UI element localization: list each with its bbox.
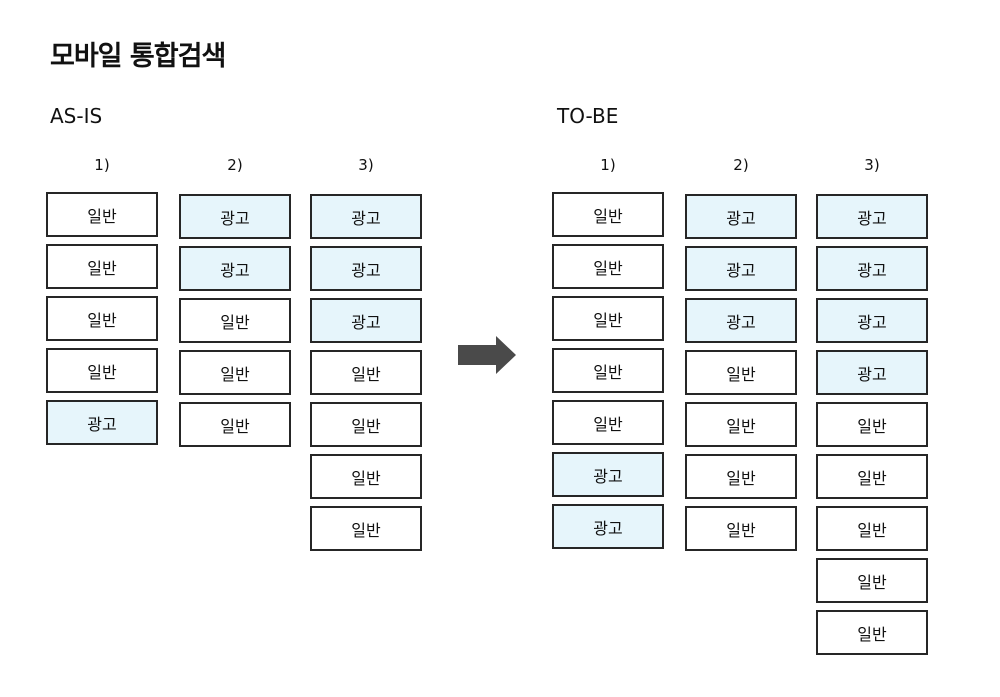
asis-column-2-item: 일반 — [179, 298, 291, 343]
asis-label: AS-IS — [50, 104, 103, 128]
tobe-column-label-1: 1) — [600, 156, 616, 174]
asis-column-1-item: 광고 — [46, 400, 158, 445]
tobe-column-2-item: 광고 — [685, 194, 797, 239]
tobe-column-label-3: 3) — [864, 156, 880, 174]
tobe-column-label-2: 2) — [733, 156, 749, 174]
tobe-column-2-item: 일반 — [685, 402, 797, 447]
tobe-column-1-item: 일반 — [552, 400, 664, 445]
asis-column-2-item: 광고 — [179, 194, 291, 239]
tobe-column-3-item: 일반 — [816, 454, 928, 499]
page-title: 모바일 통합검색 — [50, 41, 226, 72]
tobe-column-3-item: 일반 — [816, 506, 928, 551]
tobe-label: TO-BE — [557, 104, 619, 128]
asis-column-2-item: 일반 — [179, 402, 291, 447]
tobe-column-2-item: 광고 — [685, 298, 797, 343]
asis-column-1-item: 일반 — [46, 244, 158, 289]
tobe-column-2-item: 광고 — [685, 246, 797, 291]
asis-column-3-item: 일반 — [310, 506, 422, 551]
asis-column-1-item: 일반 — [46, 192, 158, 237]
tobe-column-2-item: 일반 — [685, 350, 797, 395]
tobe-column-1-item: 일반 — [552, 192, 664, 237]
tobe-column-3-item: 일반 — [816, 610, 928, 655]
tobe-column-1-item: 일반 — [552, 348, 664, 393]
asis-column-3-item: 광고 — [310, 298, 422, 343]
asis-column-1-item: 일반 — [46, 296, 158, 341]
tobe-column-3-item: 광고 — [816, 246, 928, 291]
tobe-column-1-item: 광고 — [552, 504, 664, 549]
right-arrow-icon — [458, 336, 516, 374]
asis-column-3-item: 일반 — [310, 454, 422, 499]
tobe-column-1-item: 일반 — [552, 296, 664, 341]
asis-column-3-item: 광고 — [310, 246, 422, 291]
asis-column-label-1: 1) — [94, 156, 110, 174]
asis-column-1-item: 일반 — [46, 348, 158, 393]
asis-column-3-item: 광고 — [310, 194, 422, 239]
asis-column-label-2: 2) — [227, 156, 243, 174]
tobe-column-3-item: 광고 — [816, 194, 928, 239]
tobe-column-1-item: 광고 — [552, 452, 664, 497]
tobe-column-1-item: 일반 — [552, 244, 664, 289]
tobe-column-2-item: 일반 — [685, 506, 797, 551]
tobe-column-2-item: 일반 — [685, 454, 797, 499]
asis-column-label-3: 3) — [358, 156, 374, 174]
asis-column-2-item: 일반 — [179, 350, 291, 395]
tobe-column-3-item: 일반 — [816, 402, 928, 447]
tobe-column-3-item: 일반 — [816, 558, 928, 603]
asis-column-3-item: 일반 — [310, 402, 422, 447]
tobe-column-3-item: 광고 — [816, 350, 928, 395]
tobe-column-3-item: 광고 — [816, 298, 928, 343]
asis-column-2-item: 광고 — [179, 246, 291, 291]
asis-column-3-item: 일반 — [310, 350, 422, 395]
